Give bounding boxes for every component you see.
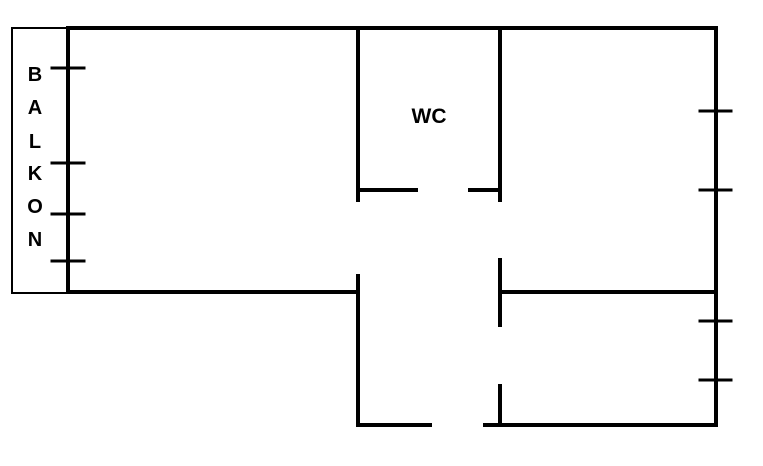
window-marks: [50, 66, 733, 382]
interior-walls: [356, 26, 718, 427]
balcony-letter: O: [27, 196, 43, 218]
balcony-letter: A: [28, 97, 42, 119]
exterior-walls: [66, 26, 718, 427]
balcony-letter: L: [29, 131, 41, 153]
balcony: B A L K O N: [11, 27, 69, 294]
wc-label: WC: [412, 105, 447, 128]
balcony-letter: N: [28, 229, 42, 251]
balcony-letter: B: [28, 64, 42, 86]
balcony-letter: K: [28, 163, 43, 185]
